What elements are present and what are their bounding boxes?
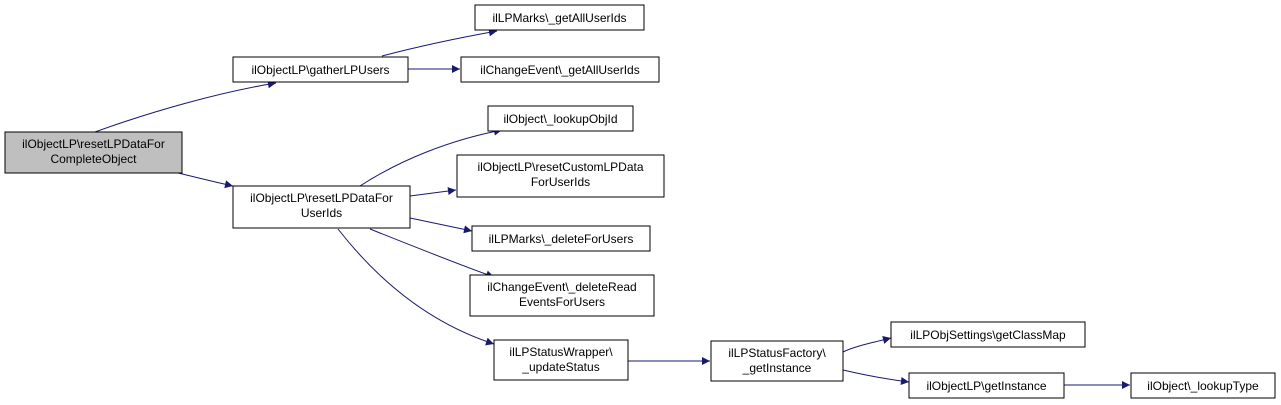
- node-lp-obj-settings-get-class-map[interactable]: ilLPObjSettings\getClassMap: [890, 321, 1086, 348]
- edge-gather-lpmarks-all: [381, 28, 498, 57]
- node-object-lp-get-instance[interactable]: ilObjectLP\getInstance: [908, 372, 1065, 399]
- node-object-lp-get-instance-label: ilObjectLP\getInstance: [926, 379, 1046, 393]
- node-root[interactable]: ilObjectLP\resetLPDataFor CompleteObject: [4, 131, 183, 174]
- edge-reset-users-lookup-obj: [359, 127, 503, 187]
- node-reset-lp-data-for-user-ids[interactable]: ilObjectLP\resetLPDataFor UserIds: [232, 185, 411, 229]
- edges: [94, 28, 1130, 389]
- edge-reset-users-change-delete: [369, 228, 495, 279]
- node-object-lookup-type[interactable]: ilObject\_lookupType: [1130, 372, 1276, 399]
- node-lpmarks-delete-for-users[interactable]: ilLPMarks\_deleteForUsers: [471, 225, 651, 252]
- node-object-lookup-type-label: ilObject\_lookupType: [1147, 379, 1259, 393]
- node-status-factory-get-instance[interactable]: ilLPStatusFactory\ _getInstance: [710, 340, 844, 382]
- node-change-event-get-all-user-ids-label: ilChangeEvent\_getAllUserIds: [480, 63, 639, 77]
- node-lpmarks-get-all-user-ids[interactable]: ilLPMarks\_getAllUserIds: [474, 4, 645, 31]
- node-gather-lp-users[interactable]: ilObjectLP\gatherLPUsers: [232, 56, 409, 83]
- node-change-event-delete-read[interactable]: ilChangeEvent\_deleteRead EventsForUsers: [469, 274, 655, 317]
- edge-factory-obj-settings: [842, 336, 892, 353]
- node-lpmarks-delete-for-users-label: ilLPMarks\_deleteForUsers: [489, 232, 634, 246]
- edge-reset-users-lpmarks-delete: [409, 217, 473, 234]
- node-object-lookup-obj-id[interactable]: ilObject\_lookupObjId: [487, 105, 634, 132]
- node-root-line-2: CompleteObject: [50, 152, 137, 166]
- node-reset-lp-data-for-user-ids-line-2: UserIds: [301, 206, 342, 220]
- node-change-event-get-all-user-ids[interactable]: ilChangeEvent\_getAllUserIds: [460, 56, 660, 83]
- node-reset-custom-lp-data-line-2: ForUserIds: [531, 175, 590, 189]
- edge-reset-users-reset-custom: [409, 187, 457, 197]
- node-gather-lp-users-label: ilObjectLP\gatherLPUsers: [251, 63, 389, 77]
- node-lpmarks-get-all-user-ids-label: ilLPMarks\_getAllUserIds: [492, 11, 626, 25]
- node-status-factory-line-2: _getInstance: [742, 361, 812, 375]
- node-reset-custom-lp-data[interactable]: ilObjectLP\resetCustomLPData ForUserIds: [456, 154, 665, 198]
- node-change-event-delete-read-line-1: ilChangeEvent\_deleteRead: [487, 280, 636, 294]
- node-reset-custom-lp-data-line-1: ilObjectLP\resetCustomLPData: [477, 160, 643, 174]
- node-status-wrapper-line-1: ilLPStatusWrapper\: [509, 345, 613, 359]
- edge-factory-get-instance: [842, 369, 910, 385]
- node-status-factory-line-1: ilLPStatusFactory\: [728, 346, 826, 360]
- node-status-wrapper-update-status[interactable]: ilLPStatusWrapper\ _updateStatus: [493, 339, 629, 381]
- node-lp-obj-settings-label: ilLPObjSettings\getClassMap: [910, 328, 1066, 342]
- node-reset-lp-data-for-user-ids-line-1: ilObjectLP\resetLPDataFor: [250, 191, 393, 205]
- node-change-event-delete-read-line-2: EventsForUsers: [519, 295, 605, 309]
- node-status-wrapper-line-2: _updateStatus: [521, 360, 599, 374]
- edge-root-reset-users: [177, 172, 234, 189]
- edge-root-gather: [94, 80, 277, 133]
- node-object-lookup-obj-id-label: ilObject\_lookupObjId: [503, 112, 617, 126]
- node-root-line-1: ilObjectLP\resetLPDataFor: [22, 137, 165, 151]
- edge-reset-users-status-wrapper: [337, 228, 495, 346]
